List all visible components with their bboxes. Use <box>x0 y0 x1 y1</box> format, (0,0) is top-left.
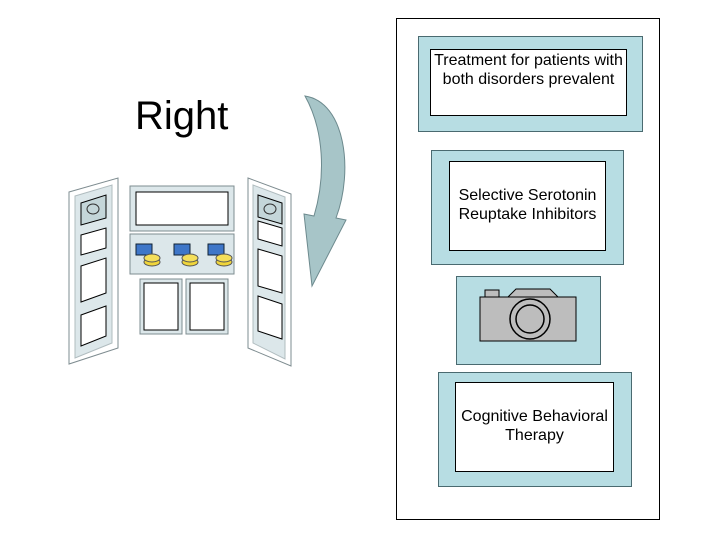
board-right-panel <box>247 177 292 367</box>
camera-thumb-icon <box>80 194 107 226</box>
network-icon <box>135 243 161 267</box>
camera-thumb-icon <box>257 194 283 225</box>
cbt-box-text: Cognitive Behavioral Therapy <box>455 382 614 472</box>
board-left-panel <box>68 177 119 365</box>
network-icon <box>207 243 233 267</box>
camera-icon <box>479 288 577 342</box>
slide-title: Right <box>135 94 229 138</box>
ssri-box-text: Selective Serotonin Reuptake Inhibitors <box>449 161 606 251</box>
board-center-panel <box>129 185 235 335</box>
treatment-box-text: Treatment for patients with both disorde… <box>430 49 627 116</box>
trifold-board-illustration <box>68 177 292 367</box>
network-icon <box>173 243 199 267</box>
